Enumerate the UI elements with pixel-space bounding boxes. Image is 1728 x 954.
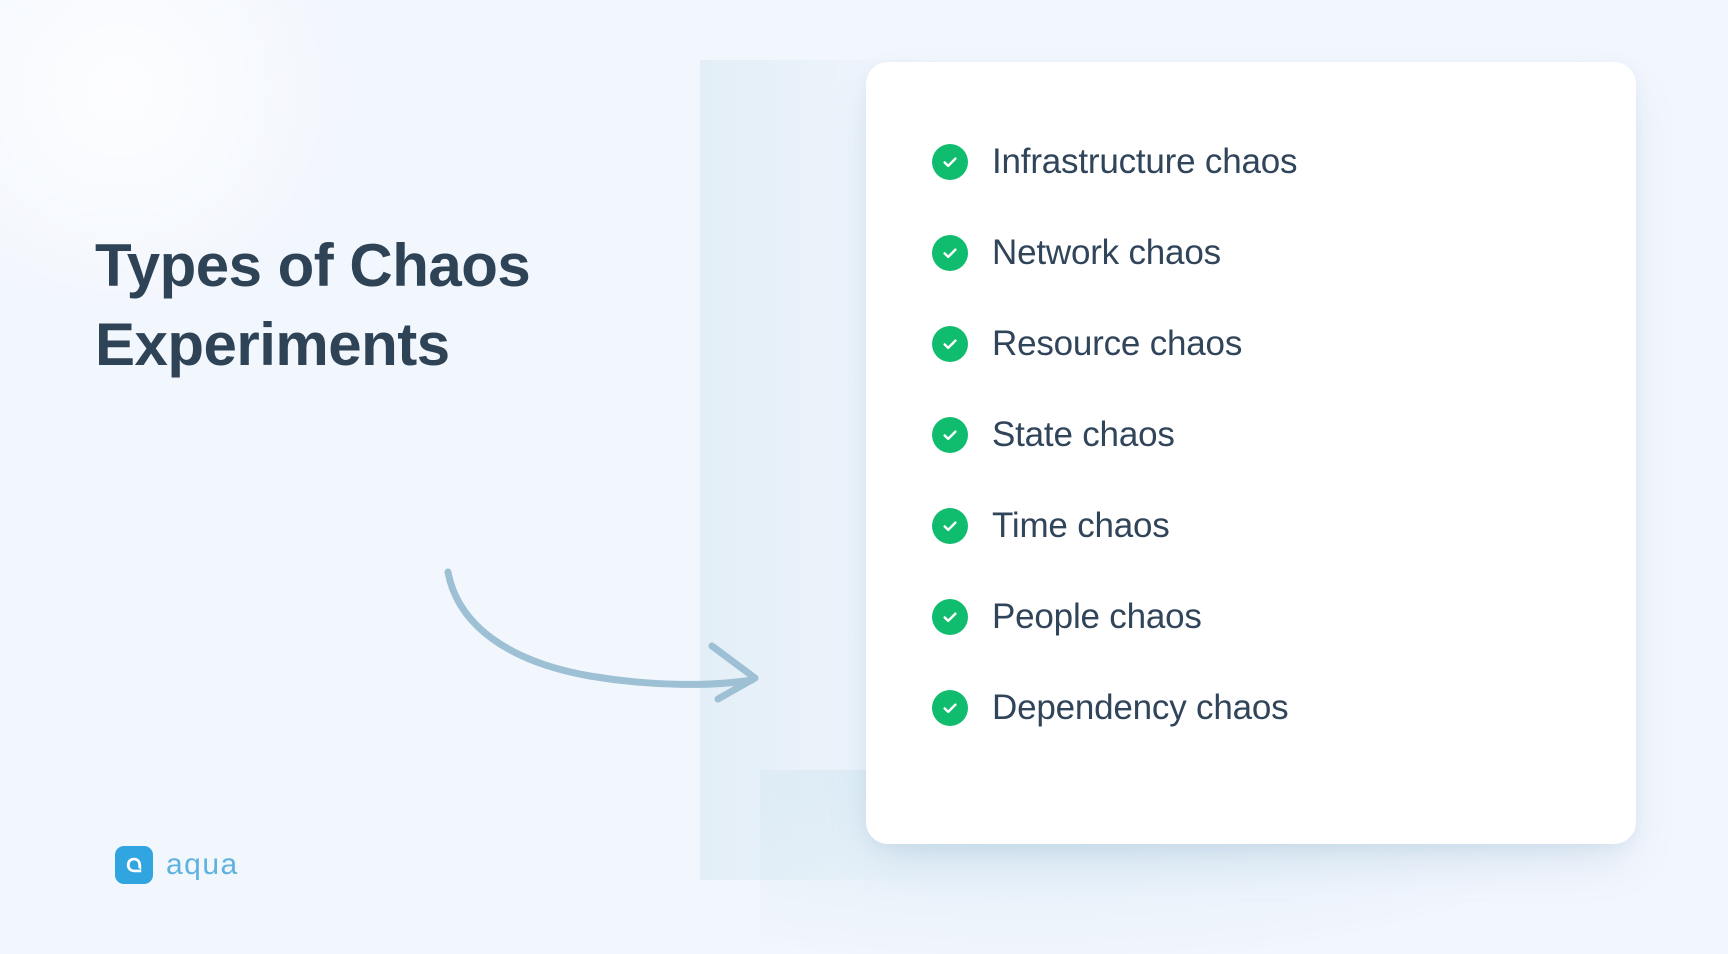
aqua-wordmark: aqua (166, 848, 239, 881)
list-item-label: Time chaos (992, 505, 1170, 545)
list-item-label: Infrastructure chaos (992, 141, 1298, 181)
page-title: Types of Chaos Experiments (95, 232, 531, 379)
curved-arrow-icon (440, 568, 770, 703)
check-circle-icon (932, 507, 968, 544)
list-item: Resource chaos (932, 298, 1596, 389)
list-item: Time chaos (932, 480, 1596, 571)
aqua-logo: aqua (115, 846, 239, 884)
list-item: State chaos (932, 389, 1596, 480)
check-circle-icon (932, 598, 968, 635)
list-item-label: Resource chaos (992, 323, 1243, 363)
check-circle-icon (932, 234, 968, 271)
list-item: Dependency chaos (932, 662, 1596, 753)
list-item-label: People chaos (992, 596, 1202, 636)
check-circle-icon (932, 143, 968, 180)
check-circle-icon (932, 689, 968, 726)
left-column: Types of Chaos Experiments aqua (95, 0, 759, 954)
list-item-label: Dependency chaos (992, 687, 1289, 727)
list-item-label: Network chaos (992, 232, 1221, 272)
check-circle-icon (932, 416, 968, 453)
list-item-label: State chaos (992, 414, 1175, 454)
list-item: People chaos (932, 571, 1596, 662)
list-item: Network chaos (932, 207, 1596, 298)
list-item: Infrastructure chaos (932, 116, 1596, 207)
check-circle-icon (932, 325, 968, 362)
aqua-logo-mark-icon (115, 846, 153, 884)
